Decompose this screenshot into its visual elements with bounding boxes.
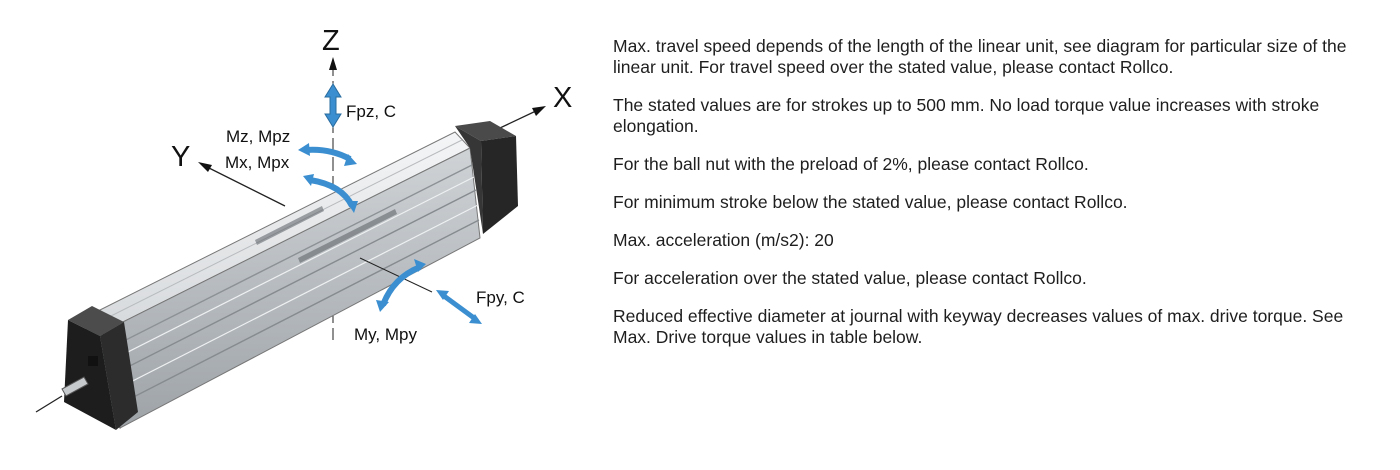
- x-axis-label: X: [553, 82, 572, 114]
- linear-unit-figure: Z X Y Fpz, C Mz, Mpz Mx, Mpx Fpy, C My, …: [0, 0, 590, 465]
- mx-arrow: [303, 174, 358, 213]
- note-stroke-values: The stated values are for strokes up to …: [613, 95, 1320, 136]
- y-axis: [198, 162, 286, 207]
- note-acceleration-contact: For acceleration over the stated value, …: [613, 268, 1087, 288]
- fpy-label: Fpy, C: [476, 288, 525, 307]
- notes-list: Max. travel speed depends of the length …: [613, 36, 1383, 365]
- note-preload: For the ball nut with the preload of 2%,…: [613, 154, 1089, 174]
- x-axis: [499, 106, 546, 129]
- y-load-axis: [359, 257, 433, 293]
- y-axis-label: Y: [171, 141, 190, 173]
- mz-label: Mz, Mpz: [226, 127, 290, 146]
- drive-shaft: [35, 376, 89, 413]
- note-max-acceleration: Max. acceleration (m/s2): 20: [613, 230, 834, 250]
- linear-unit-diagram: Z X Y Fpz, C Mz, Mpz Mx, Mpx Fpy, C My, …: [35, 25, 572, 430]
- note-minimum-stroke: For minimum stroke below the stated valu…: [613, 192, 1128, 212]
- left-end-cap: [64, 306, 138, 430]
- fpz-arrow: [324, 83, 342, 128]
- mx-label: Mx, Mpx: [225, 153, 290, 172]
- my-arrow: [376, 259, 426, 312]
- fpy-arrow: [436, 290, 482, 324]
- note-travel-speed: Max. travel speed depends of the length …: [613, 36, 1347, 77]
- fpz-label: Fpz, C: [346, 102, 396, 121]
- note-journal-keyway: Reduced effective diameter at journal wi…: [613, 306, 1344, 347]
- my-label: My, Mpy: [354, 325, 417, 344]
- linear-unit-body: [75, 131, 481, 430]
- right-end-cap: [455, 121, 518, 234]
- mz-arrow: [298, 143, 357, 166]
- z-axis-label: Z: [322, 25, 340, 57]
